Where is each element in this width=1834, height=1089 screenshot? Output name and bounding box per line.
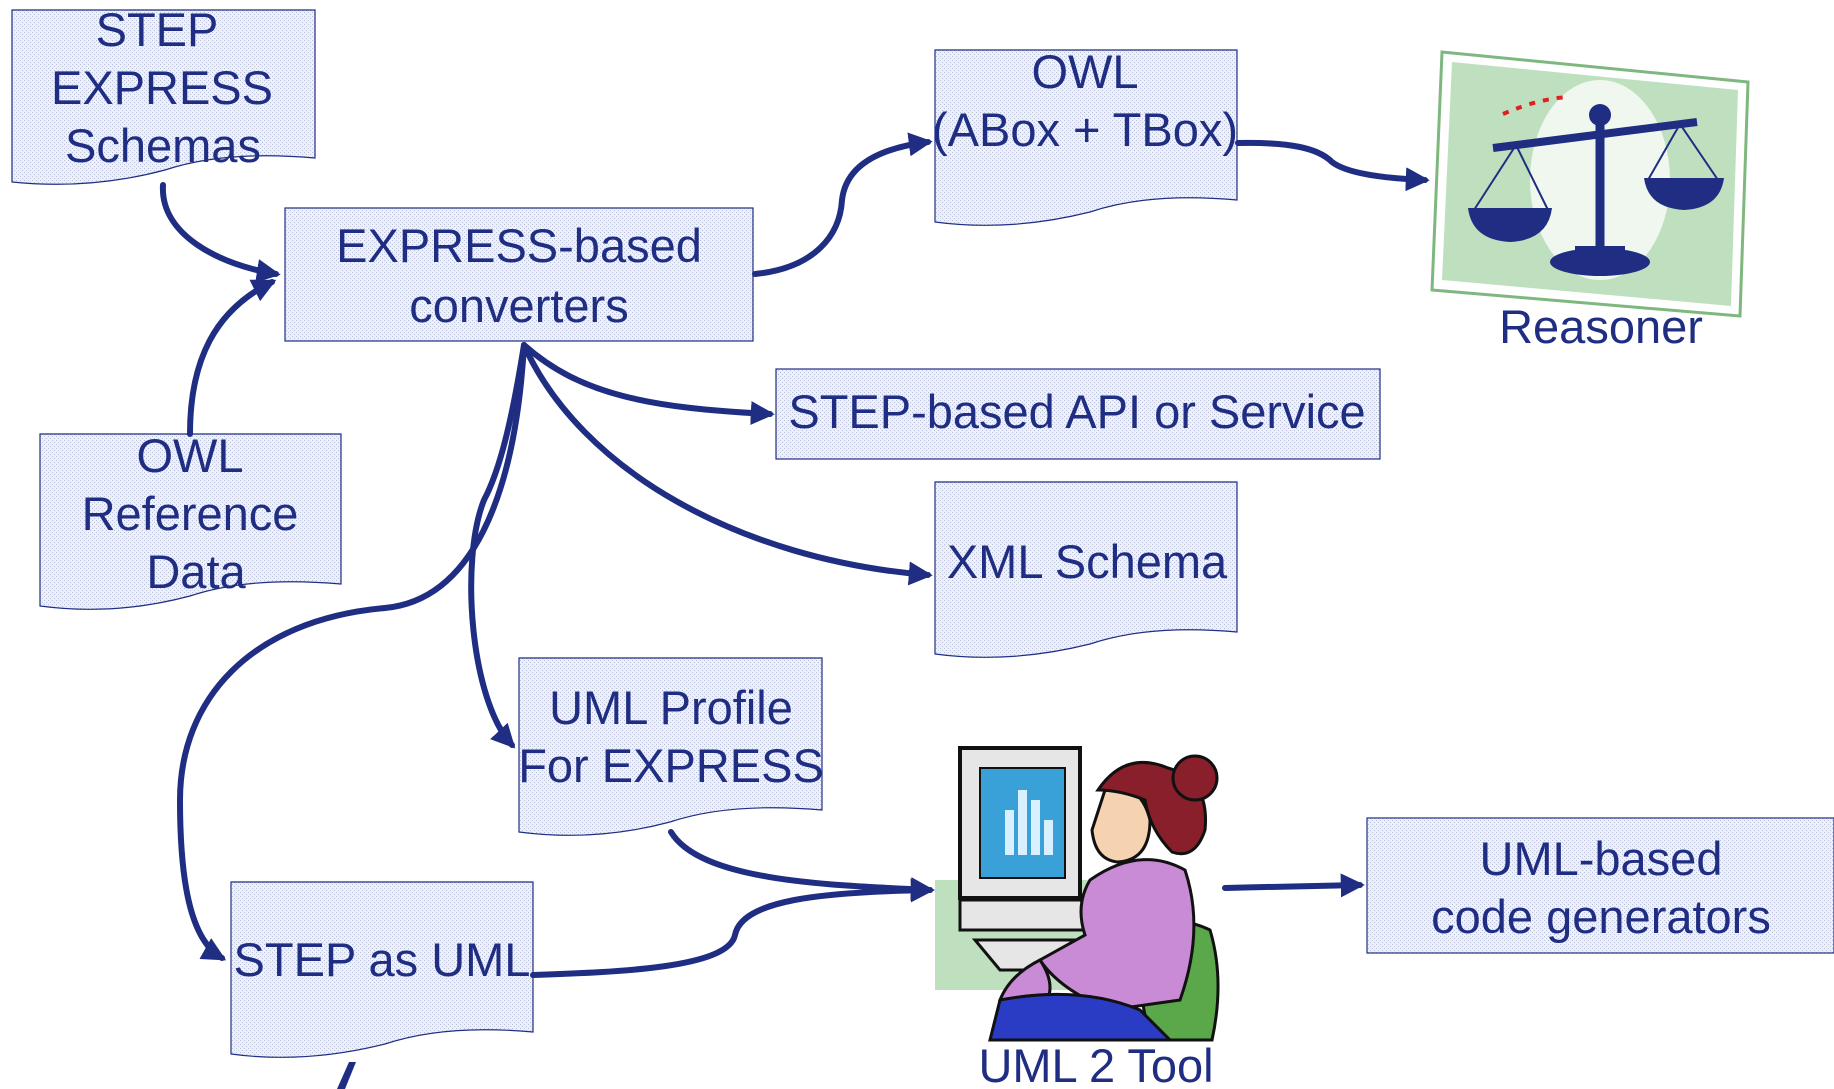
arrow-converters-to-xml-schema: [521, 342, 933, 586]
arrow-uml-tool-to-code-generators: [1222, 873, 1365, 898]
reasoner-icon-group: Reasoner: [1430, 50, 1750, 353]
uml-tool-label: UML 2 Tool: [978, 1039, 1213, 1089]
arrow-step-as-uml-to-uml-tool: [530, 878, 935, 978]
arrow-converters-to-step-as-uml: [176, 342, 527, 961]
node-label: OWL(ABox + TBox): [932, 45, 1238, 156]
arrows: [159, 132, 1430, 1089]
arrow-owl-to-reasoner: [1235, 139, 1430, 192]
node-label: XML Schema: [947, 535, 1228, 588]
arrow-owl-reference-to-converters: [187, 279, 277, 437]
node-owl-abox-tbox: OWL(ABox + TBox): [932, 45, 1238, 226]
scales-of-justice-icon: [1430, 50, 1750, 318]
arrow-step-to-converters: [159, 182, 281, 283]
node-label: STEP-based API or Service: [788, 385, 1365, 438]
node-label: STEP as UML: [234, 933, 531, 986]
node-xml-schema: XML Schema: [934, 481, 1238, 658]
person-at-computer-icon: [935, 746, 1220, 1042]
arrow-converters-to-uml-profile: [468, 342, 527, 749]
stray-stroke: [337, 1062, 356, 1089]
arrow-converters-to-owl: [752, 132, 933, 277]
node-step-based-api: STEP-based API or Service: [775, 368, 1381, 460]
arrow-converters-to-step-api: [521, 342, 775, 426]
arrow-uml-profile-to-uml-tool: [668, 829, 935, 902]
node-step-as-uml: STEP as UML: [230, 881, 534, 1058]
reasoner-label: Reasoner: [1499, 300, 1703, 353]
uml-tool-icon-group: UML 2 Tool: [935, 746, 1220, 1089]
